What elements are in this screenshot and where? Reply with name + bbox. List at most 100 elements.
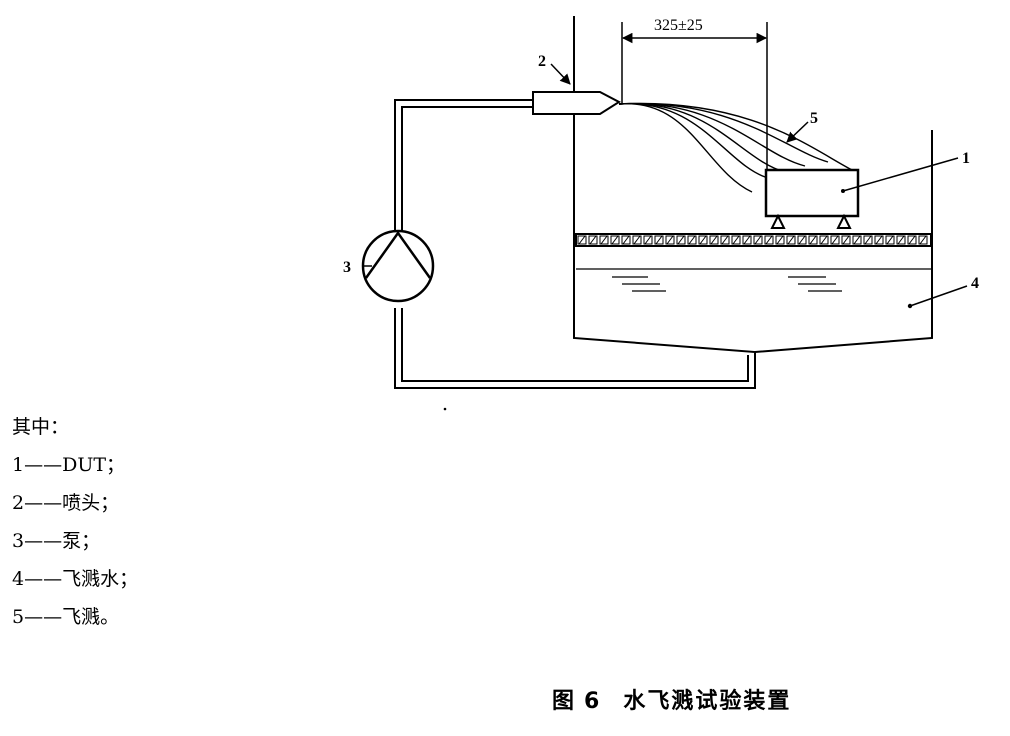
grating-slash bbox=[666, 235, 674, 245]
grating-cell bbox=[852, 235, 862, 245]
grating-cell bbox=[720, 235, 730, 245]
dimension-325 bbox=[621, 22, 768, 172]
grating-slash bbox=[776, 235, 784, 245]
legend-dash: —— bbox=[24, 454, 63, 476]
grating-slash bbox=[589, 235, 597, 245]
grating-cell bbox=[797, 235, 807, 245]
legend-text: 飞溅。 bbox=[62, 606, 120, 628]
legend-item: 2——喷头； bbox=[12, 484, 138, 522]
dimension-label: 325±25 bbox=[654, 17, 703, 34]
caption-title: 水飞溅试验装置 bbox=[623, 689, 792, 714]
legend-dash: —— bbox=[24, 606, 63, 628]
grating-cell bbox=[742, 235, 752, 245]
callout-3: 3 bbox=[343, 259, 351, 276]
grating-slash bbox=[886, 235, 894, 245]
grating-cell bbox=[885, 235, 895, 245]
legend-text: DUT； bbox=[62, 454, 126, 476]
callout-4: 4 bbox=[971, 275, 979, 292]
grating-slash bbox=[633, 235, 641, 245]
callout-2: 2 bbox=[538, 53, 546, 70]
grating-slash bbox=[721, 235, 729, 245]
legend-number: 4 bbox=[12, 568, 25, 590]
legend-item: 1——DUT； bbox=[12, 446, 138, 484]
splash-streams bbox=[618, 102, 853, 193]
grating-slash bbox=[677, 235, 685, 245]
legend-item: 3——泵； bbox=[12, 522, 138, 560]
grating-cell bbox=[610, 235, 620, 245]
grating-slash bbox=[842, 235, 850, 245]
grating-cell bbox=[709, 235, 719, 245]
grating-cell bbox=[599, 235, 609, 245]
water-surface bbox=[576, 268, 931, 292]
legend-text: 飞溅水； bbox=[62, 568, 139, 590]
grating-cell bbox=[918, 235, 928, 245]
pump bbox=[361, 229, 435, 303]
grating-slash bbox=[611, 235, 619, 245]
callout-5: 5 bbox=[810, 110, 818, 127]
grating-cell bbox=[632, 235, 642, 245]
legend-dash: —— bbox=[24, 530, 63, 552]
grating-slash bbox=[655, 235, 663, 245]
legend-heading: 其中： bbox=[12, 416, 70, 438]
supply-pipe-inner bbox=[401, 106, 535, 232]
legend-item: 4——飞溅水； bbox=[12, 560, 138, 598]
grating-slash bbox=[710, 235, 718, 245]
grating-slash bbox=[600, 235, 608, 245]
leader-dot-dut bbox=[841, 189, 845, 193]
grating-slash bbox=[622, 235, 630, 245]
grating-cell bbox=[764, 235, 774, 245]
grating-cell bbox=[731, 235, 741, 245]
legend-dash: —— bbox=[24, 568, 63, 590]
grating-slash bbox=[578, 235, 586, 245]
grating bbox=[575, 233, 932, 247]
legend-number: 5 bbox=[12, 606, 25, 628]
grating-cell bbox=[896, 235, 906, 245]
tank-right-wall bbox=[754, 130, 933, 353]
grating-cell bbox=[588, 235, 598, 245]
return-pipe-inner bbox=[401, 308, 749, 382]
legend-number: 1 bbox=[12, 454, 25, 476]
grating-slash bbox=[875, 235, 883, 245]
legend-text: 泵； bbox=[62, 530, 101, 552]
grating-slash bbox=[754, 235, 762, 245]
caption-number: 6 bbox=[584, 689, 602, 714]
legend-dash: —— bbox=[24, 492, 63, 514]
grating-cell bbox=[577, 235, 587, 245]
grating-slash bbox=[798, 235, 806, 245]
grating-slash bbox=[820, 235, 828, 245]
grating-cell bbox=[698, 235, 708, 245]
legend: 其中： 1——DUT； 2——喷头； 3——泵； 4——飞溅水； 5——飞溅。 bbox=[12, 408, 138, 636]
grating-cell bbox=[621, 235, 631, 245]
grating-cell bbox=[830, 235, 840, 245]
grating-cell bbox=[907, 235, 917, 245]
grating-slash bbox=[908, 235, 916, 245]
grating-slash bbox=[831, 235, 839, 245]
legend-item: 5——飞溅。 bbox=[12, 598, 138, 636]
callout-1: 1 bbox=[962, 150, 970, 167]
grating-slash bbox=[897, 235, 905, 245]
grating-slash bbox=[765, 235, 773, 245]
grating-slash bbox=[864, 235, 872, 245]
grating-slash bbox=[732, 235, 740, 245]
legend-text: 喷头； bbox=[62, 492, 120, 514]
stray-dot bbox=[443, 407, 447, 411]
nozzle bbox=[532, 91, 621, 115]
grating-cell bbox=[654, 235, 664, 245]
grating-cell bbox=[775, 235, 785, 245]
grating-cell bbox=[676, 235, 686, 245]
grating-cell bbox=[687, 235, 697, 245]
grating-cell bbox=[863, 235, 873, 245]
legend-number: 3 bbox=[12, 530, 25, 552]
grating-slash bbox=[743, 235, 751, 245]
grating-slash bbox=[919, 235, 927, 245]
leader-dot-water bbox=[907, 303, 913, 309]
dut bbox=[764, 168, 860, 229]
grating-slash bbox=[787, 235, 795, 245]
grating-cell bbox=[643, 235, 653, 245]
grating-slash bbox=[644, 235, 652, 245]
grating-slash bbox=[688, 235, 696, 245]
grating-cell bbox=[786, 235, 796, 245]
grating-slash bbox=[699, 235, 707, 245]
